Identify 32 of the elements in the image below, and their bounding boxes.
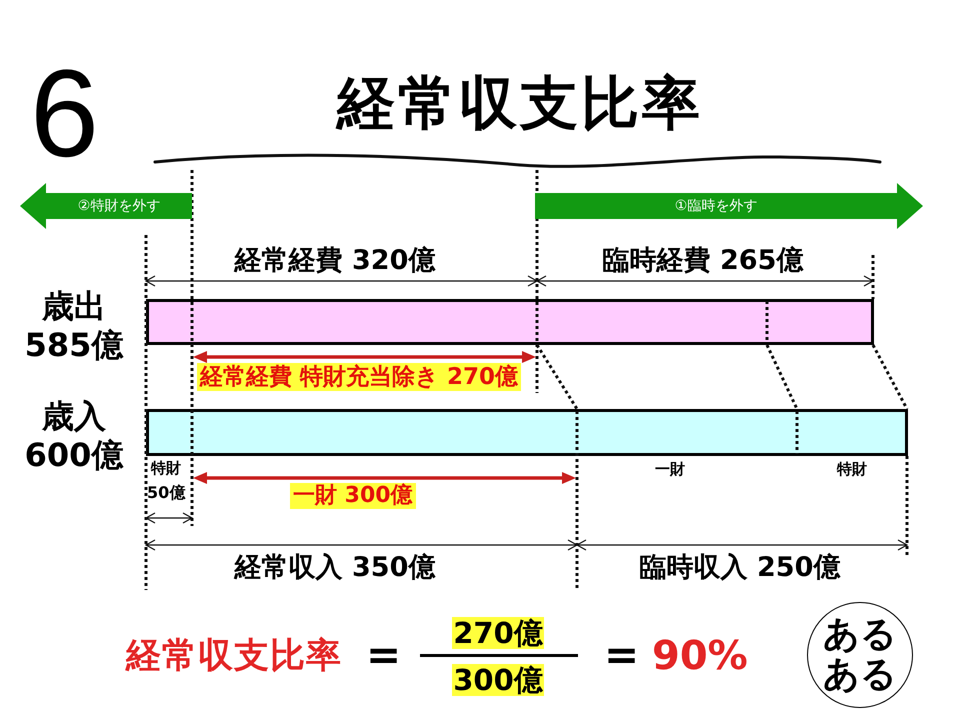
- row-total: 585億: [24, 329, 124, 361]
- arrow-label: ①臨時を外す: [674, 197, 758, 216]
- slide-number: 6: [30, 52, 99, 176]
- row-total: 600億: [24, 439, 124, 471]
- dimension-label: 臨時経費 265億: [602, 247, 804, 274]
- fraction-numerator: 270億: [452, 617, 544, 649]
- arrow-label: ②特財を外す: [76, 197, 162, 216]
- formula-label: 経常収支比率: [126, 639, 342, 674]
- dimension-label: 経常経費 320億: [232, 247, 436, 274]
- row-label: 歳出: [40, 290, 107, 322]
- dotted-connector: [766, 344, 798, 410]
- badge-text: あるある: [822, 615, 898, 695]
- equals-sign: =: [366, 634, 402, 676]
- title: 経常収支比率: [334, 74, 704, 132]
- segment-label: 一財: [654, 462, 686, 477]
- highlighted-label: 一財 300億: [290, 483, 416, 509]
- segment-label: 特財: [151, 461, 181, 476]
- dotted-connector: [536, 344, 578, 410]
- revenue-bar: [146, 409, 908, 456]
- block-arrow: [20, 183, 192, 229]
- fraction-denominator: 300億: [452, 664, 544, 696]
- percentage-value: 90%: [652, 636, 748, 676]
- dimension-label: 経常収入 350億: [232, 554, 436, 581]
- equals-sign: =: [604, 634, 640, 676]
- dotted-connector: [872, 344, 908, 410]
- segment-amount: 50億: [147, 485, 186, 501]
- highlighted-label: 経常経費 特財充当除き 270億: [197, 363, 522, 391]
- dimension-label: 臨時収入 250億: [638, 554, 842, 581]
- block-arrow: [535, 183, 923, 229]
- expenditure-bar: [146, 299, 874, 345]
- row-label: 歳入: [40, 400, 107, 432]
- segment-label: 特財: [836, 462, 868, 477]
